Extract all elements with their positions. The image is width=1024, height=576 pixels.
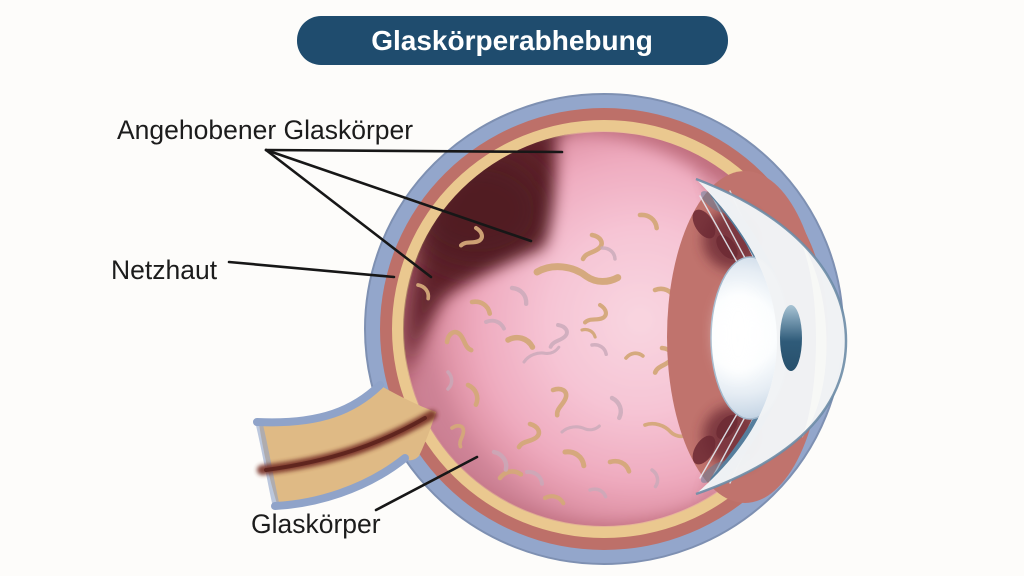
label-retina: Netzhaut	[111, 255, 218, 285]
pointer-elevated-vitreous-3	[264, 148, 433, 279]
title-banner-pill	[297, 16, 728, 65]
cornea	[695, 177, 848, 496]
page-title: Glaskörperabhebung	[371, 25, 653, 56]
optic-nerve	[253, 381, 437, 510]
pointer-retina	[227, 260, 396, 279]
labels: Angehobener Glaskörper Netzhaut Glaskörp…	[111, 115, 413, 539]
pupil-edge	[780, 305, 802, 371]
pointer-elevated-vitreous-1	[264, 148, 564, 154]
lens-highlight	[718, 292, 758, 376]
title-banner: Glaskörperabhebung	[297, 16, 728, 65]
anterior-segment	[667, 171, 848, 503]
pointer-lines	[227, 148, 564, 512]
label-elevated-vitreous: Angehobener Glaskörper	[117, 115, 413, 145]
label-vitreous: Glaskörper	[251, 509, 381, 539]
pointer-vitreous	[374, 455, 479, 512]
cornea-shine	[800, 240, 827, 438]
cornea-outline	[695, 177, 848, 496]
pointer-elevated-vitreous-2	[264, 148, 533, 243]
